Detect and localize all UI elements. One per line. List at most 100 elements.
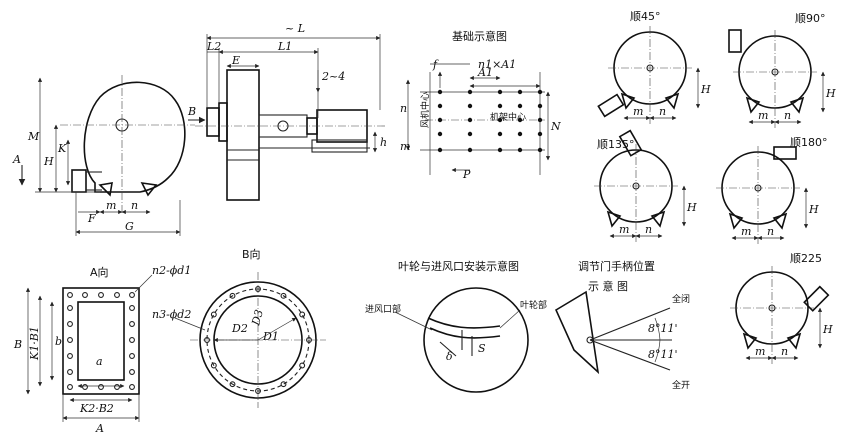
dim-m: m <box>106 199 116 212</box>
dim-N: N <box>550 120 561 133</box>
anchor-hole <box>517 103 523 109</box>
dim-H: H <box>43 155 54 168</box>
dim-L2: L2 <box>206 40 221 53</box>
dim-foundation-n: n <box>400 102 407 115</box>
bolt-hole <box>82 292 88 298</box>
dim-n: n <box>131 199 138 212</box>
a-view-title: A向 <box>90 265 109 279</box>
dim-a-A: A <box>95 422 104 435</box>
bolt-hole <box>67 369 73 375</box>
anchor-hole <box>517 117 523 123</box>
bolt-hole <box>98 384 104 390</box>
bolt-hole <box>114 292 120 298</box>
bolt-hole <box>67 305 73 311</box>
dim-E: E <box>231 54 240 67</box>
bolt-hole <box>280 292 287 299</box>
bolt-hole <box>255 388 261 394</box>
dim-H: H <box>808 203 819 216</box>
anchor-hole <box>497 147 503 153</box>
anchor-hole <box>467 131 473 137</box>
bolt-hole <box>67 321 73 327</box>
bolt-hole <box>129 353 135 359</box>
inlet-label: 进风口部 <box>365 303 401 315</box>
anchor-hole <box>437 117 443 123</box>
dim-K: K <box>57 142 67 155</box>
view-arrow-B: B <box>187 105 196 118</box>
dim-A1: A1 <box>477 66 493 79</box>
dim-a: a <box>96 355 103 368</box>
dim-D1: D1 <box>262 330 279 343</box>
bolt-hole <box>210 362 217 369</box>
dim-L: ~ L <box>285 22 305 35</box>
dim-foundation-m: m <box>400 140 410 153</box>
bolt-hole <box>280 381 287 388</box>
front-view <box>18 75 195 236</box>
dim-m: m <box>619 223 629 236</box>
anchor-hole <box>467 147 473 153</box>
damper-handle-diagram <box>554 290 672 375</box>
anchor-hole <box>517 147 523 153</box>
bolt-hole <box>67 353 73 359</box>
dim-delta: δ <box>446 350 453 363</box>
anchor-hole <box>437 147 443 153</box>
anchor-hole <box>437 103 443 109</box>
anchor-hole <box>497 103 503 109</box>
dim-H: H <box>825 87 836 100</box>
fully-open-label: 全开 <box>672 379 690 391</box>
bolt-hole <box>67 384 73 390</box>
bolt-hole <box>67 337 73 343</box>
dim-H: H <box>700 83 711 96</box>
bolt-hole <box>229 381 236 388</box>
anchor-hole <box>537 131 543 137</box>
anchor-hole <box>467 89 473 95</box>
dim-f: f <box>432 58 439 71</box>
impeller-title: 叶轮与进风口安装示意图 <box>398 259 519 273</box>
a-view-holes: n2-ϕd1 <box>152 264 191 277</box>
dim-m: m <box>633 105 643 118</box>
orientation-view: 顺180° m n H <box>716 136 828 244</box>
orientation-label: 顺180° <box>790 136 828 149</box>
a-view-flange <box>25 274 153 422</box>
dim-F: F <box>87 212 96 225</box>
anchor-hole <box>537 117 543 123</box>
anchor-hole <box>537 89 543 95</box>
dim-K1B1: K1·B1 <box>28 326 41 361</box>
dim-L1: L1 <box>277 40 292 53</box>
anchor-hole <box>437 131 443 137</box>
bolt-hole <box>129 337 135 343</box>
b-view-title: B向 <box>242 247 261 261</box>
angle-closed: 8°11' <box>648 322 678 335</box>
orientation-label: 顺135° <box>597 138 635 151</box>
foundation-title: 基础示意图 <box>452 29 507 43</box>
angle-open: 8°11' <box>648 348 678 361</box>
anchor-hole <box>497 131 503 137</box>
dim-n: n <box>659 105 666 118</box>
dim-G: G <box>125 220 134 233</box>
dim-D3: D3 <box>249 308 266 328</box>
orientation-label: 顺45° <box>630 10 661 23</box>
bolt-hole <box>98 292 104 298</box>
damper-title-2: 示 意 图 <box>588 279 628 293</box>
dim-n: n <box>767 225 774 238</box>
dim-h: h <box>380 136 387 149</box>
anchor-hole <box>517 89 523 95</box>
dim-n: n <box>781 345 788 358</box>
anchor-hole <box>517 131 523 137</box>
b-view-holes: n3-ϕd2 <box>152 308 191 321</box>
dim-H: H <box>822 323 833 336</box>
impeller-part-label: 叶轮部 <box>520 299 547 311</box>
b-view-flange <box>174 272 326 408</box>
bolt-hole <box>255 286 261 292</box>
dim-n1xA1: n1×A1 <box>478 58 516 71</box>
fully-closed-label: 全闭 <box>672 293 690 305</box>
damper-title-1: 调节门手柄位置 <box>578 259 655 273</box>
fan-center-label: 风机中心 <box>419 92 431 128</box>
orientation-label: 顺225 <box>790 252 822 265</box>
bolt-hole <box>114 384 120 390</box>
dim-a-B: B <box>13 338 22 351</box>
dim-m: m <box>741 225 751 238</box>
